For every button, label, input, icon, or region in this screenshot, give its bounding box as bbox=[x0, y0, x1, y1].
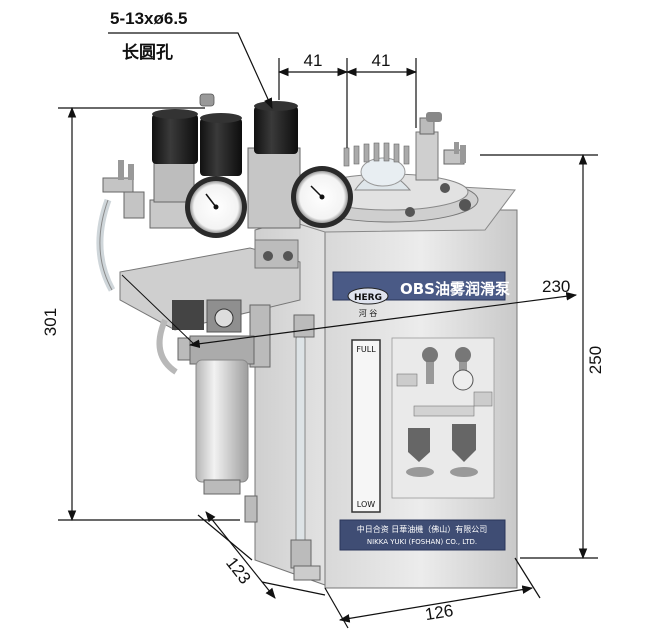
hole-spec-label: 5-13xø6.5 bbox=[110, 9, 188, 28]
regulator-back bbox=[200, 113, 242, 176]
brand-logo-text: HERG bbox=[354, 293, 382, 303]
filter-bowl bbox=[195, 359, 249, 483]
maker-cn-text: 中日合资 日華油機（佛山）有限公司 bbox=[357, 524, 488, 534]
level-full-label: FULL bbox=[356, 345, 376, 354]
dim-text-spacing-left: 41 bbox=[304, 51, 323, 70]
dim-text-body-depth: 230 bbox=[542, 277, 570, 296]
maker-en-text: NIKKA YUKI (FOSHAN) CO., LTD. bbox=[367, 538, 477, 546]
sight-dome-glass bbox=[360, 157, 406, 187]
hole-callout-leader bbox=[108, 32, 273, 109]
air-inlet-fitting bbox=[102, 177, 134, 193]
level-low-label: LOW bbox=[357, 500, 375, 509]
model-name-text: OBS油雾润滑泵 bbox=[400, 280, 510, 298]
dim-text-base-width: 126 bbox=[424, 601, 455, 624]
dim-text-total-height: 301 bbox=[41, 308, 60, 336]
dim-text-body-height: 250 bbox=[586, 346, 605, 374]
drain-fitting bbox=[290, 539, 312, 569]
hole-note-label: 长圆孔 bbox=[122, 42, 173, 62]
dimension-lines bbox=[58, 32, 598, 629]
side-level-tube bbox=[295, 334, 306, 551]
maker-plate bbox=[339, 519, 506, 551]
oil-level-window bbox=[351, 339, 381, 513]
dim-line-body-depth bbox=[188, 291, 578, 349]
filler-valve bbox=[415, 131, 439, 181]
pressure-gauge-left bbox=[185, 176, 247, 238]
brand-cn-text: 河 谷 bbox=[359, 308, 378, 318]
dim-text-spacing-right: 41 bbox=[372, 51, 391, 70]
pump-illustration: HERG 河 谷 OBS油雾润滑泵 FULL LOW 中日合资 日華油機（佛山）… bbox=[96, 93, 518, 589]
front-panel-graphics bbox=[391, 337, 495, 499]
regulator-right bbox=[247, 101, 301, 229]
dim-line-base-depth bbox=[205, 511, 276, 599]
outlet-nozzles bbox=[343, 142, 410, 167]
pressure-gauge-right bbox=[291, 166, 353, 228]
dim-line-base-width bbox=[338, 585, 534, 623]
